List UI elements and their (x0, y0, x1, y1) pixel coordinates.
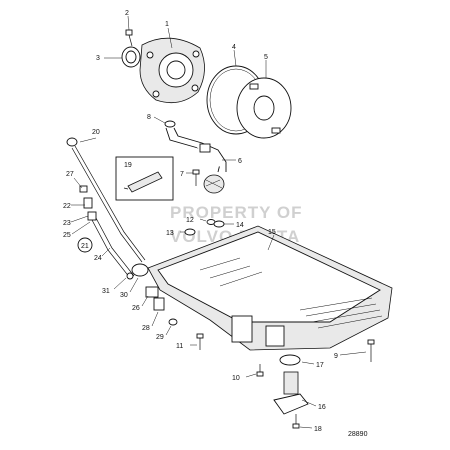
callout-15: 15 (268, 229, 276, 236)
small-seals (184, 219, 225, 236)
callout-29: 29 (156, 334, 164, 341)
callout-6: 6 (238, 158, 242, 165)
part-7-bolt (192, 169, 200, 186)
part-21-reference (77, 237, 93, 253)
callout-13: 13 (166, 230, 174, 237)
callout-5: 5 (264, 54, 268, 61)
callout-7: 7 (180, 171, 184, 178)
callout-27: 27 (66, 171, 74, 178)
callout-28: 28 (142, 325, 150, 332)
part-16-sensor (273, 371, 309, 415)
callout-1: 1 (165, 21, 169, 28)
part-3-seal (121, 46, 141, 68)
callout-14: 14 (236, 222, 244, 229)
callout-8: 8 (147, 114, 151, 121)
sump-bolts (196, 333, 375, 377)
part-8-o-ring (164, 120, 176, 128)
callout-3: 3 (96, 55, 100, 62)
watermark-line-1: PROPERTY OF (170, 203, 303, 222)
figure-number: 28890 (348, 431, 368, 438)
callout-30: 30 (120, 292, 128, 299)
callout-19: 19 (124, 162, 132, 169)
drain-parts (126, 263, 178, 326)
callout-4: 4 (232, 44, 236, 51)
part-6-suction-pipe (165, 127, 227, 173)
callout-10: 10 (232, 375, 240, 382)
callout-11: 11 (176, 343, 183, 350)
oil-sump (147, 225, 393, 351)
part-1-oil-pump-housing (139, 37, 205, 104)
part-2-bolt (125, 29, 133, 47)
callout-21: 21 (81, 243, 89, 250)
callout-9: 9 (334, 353, 338, 360)
strainer (203, 174, 225, 194)
callout-26: 26 (132, 305, 140, 312)
callout-25: 25 (63, 232, 71, 239)
callout-20: 20 (92, 129, 100, 136)
part-5-cover-plate (236, 77, 292, 139)
part-18-bolt (292, 414, 300, 429)
callout-17: 17 (316, 362, 324, 369)
callout-31: 31 (102, 288, 110, 295)
callout-2: 2 (125, 10, 129, 17)
callout-12: 12 (186, 217, 194, 224)
callout-23: 23 (63, 220, 71, 227)
part-17-o-ring (279, 354, 301, 366)
callout-16: 16 (318, 404, 326, 411)
part-20-dipstick (66, 137, 146, 263)
dipstick-tube-parts (79, 185, 135, 279)
callout-22: 22 (63, 203, 71, 210)
callout-18: 18 (314, 426, 322, 433)
callout-24: 24 (94, 255, 102, 262)
callout-labels: 1 2 3 4 5 6 7 8 9 10 11 12 13 14 15 16 1… (63, 10, 368, 438)
leader-lines (70, 15, 367, 429)
part-19-sealant-box (115, 156, 174, 201)
